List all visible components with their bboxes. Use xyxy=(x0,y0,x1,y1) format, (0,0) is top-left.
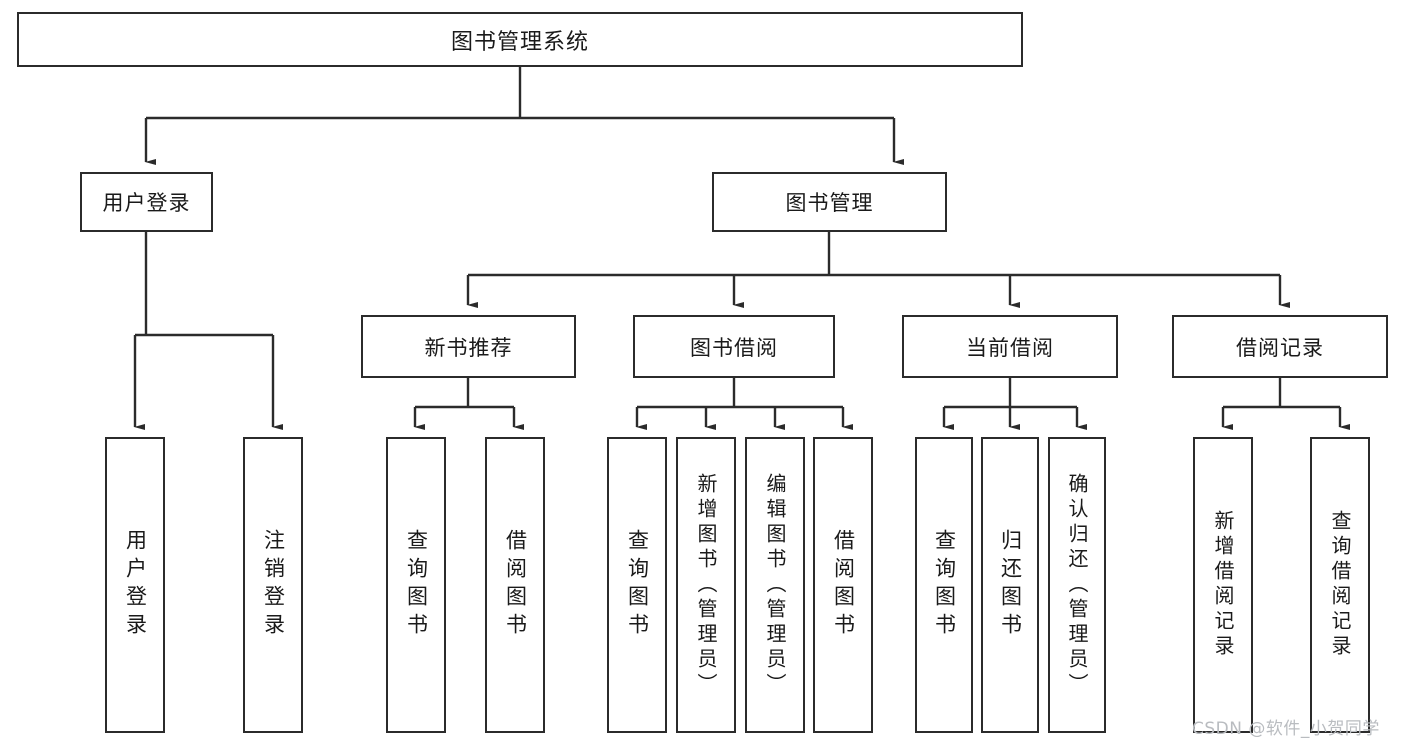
node-new-book-recommend[interactable]: 新书推荐 xyxy=(361,315,576,378)
leaf-confirm-return-admin[interactable]: 确认归还（管理员） xyxy=(1048,437,1106,733)
leaf-add-book-admin[interactable]: 新增图书（管理员） xyxy=(676,437,736,733)
leaf-borrow-book[interactable]: 借阅图书 xyxy=(813,437,873,733)
node-root[interactable]: 图书管理系统 xyxy=(17,12,1023,67)
node-user-login[interactable]: 用户登录 xyxy=(80,172,213,232)
node-book-management[interactable]: 图书管理 xyxy=(712,172,947,232)
node-borrow-record[interactable]: 借阅记录 xyxy=(1172,315,1388,378)
leaf-borrow-book-recommend[interactable]: 借阅图书 xyxy=(485,437,545,733)
leaf-user-logout[interactable]: 注销登录 xyxy=(243,437,303,733)
node-current-borrow[interactable]: 当前借阅 xyxy=(902,315,1118,378)
leaf-user-login[interactable]: 用户登录 xyxy=(105,437,165,733)
watermark-text: CSDN @软件_小贺同学 xyxy=(1192,719,1380,739)
node-book-borrow[interactable]: 图书借阅 xyxy=(633,315,835,378)
leaf-query-book-recommend[interactable]: 查询图书 xyxy=(386,437,446,733)
leaf-return-book[interactable]: 归还图书 xyxy=(981,437,1039,733)
leaf-query-book-current[interactable]: 查询图书 xyxy=(915,437,973,733)
leaf-query-borrow-record[interactable]: 查询借阅记录 xyxy=(1310,437,1370,733)
leaf-add-borrow-record[interactable]: 新增借阅记录 xyxy=(1193,437,1253,733)
leaf-query-book-borrow[interactable]: 查询图书 xyxy=(607,437,667,733)
leaf-edit-book-admin[interactable]: 编辑图书（管理员） xyxy=(745,437,805,733)
